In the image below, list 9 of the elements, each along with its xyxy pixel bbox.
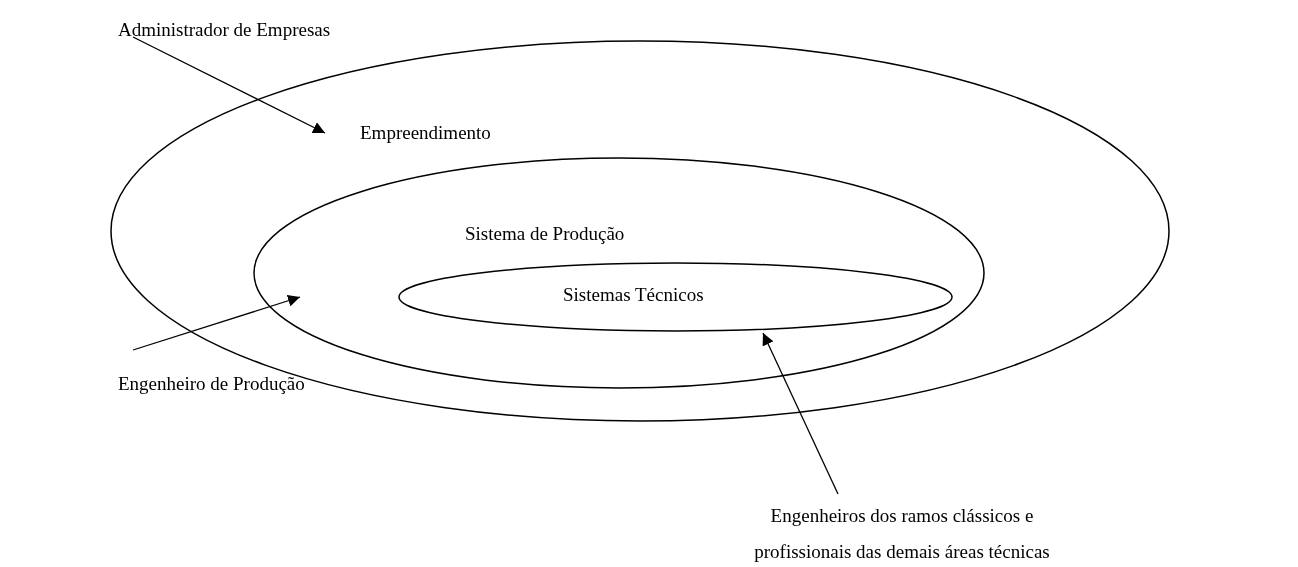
region-label: Sistemas Técnicos [563,284,704,307]
role-label: Administrador de Empresas [118,18,332,42]
arrow [132,36,326,134]
role-label: Engenheiro de Produção [118,372,306,396]
region-label: Sistema de Produção [465,223,625,246]
arrow [132,294,301,351]
arrow [762,332,839,495]
region-label: Empreendimento [360,122,491,145]
role-label: Engenheiros dos ramos clássicos e profissionais das demais áreas técnicas [753,504,1051,564]
